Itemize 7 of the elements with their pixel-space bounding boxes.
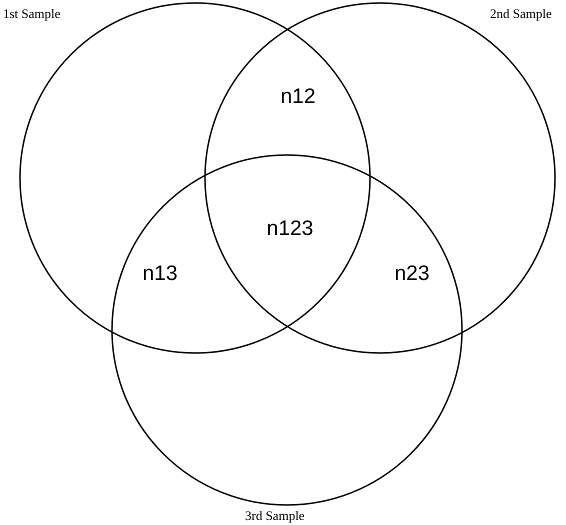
set-title: 2nd Sample — [490, 6, 552, 22]
region-label: n12 — [280, 85, 316, 109]
region-label: n123 — [266, 217, 314, 241]
set-title: 1st Sample — [3, 6, 60, 22]
region-label: n23 — [394, 262, 430, 286]
set-title: 3rd Sample — [245, 508, 305, 524]
region-label: n13 — [142, 262, 178, 286]
